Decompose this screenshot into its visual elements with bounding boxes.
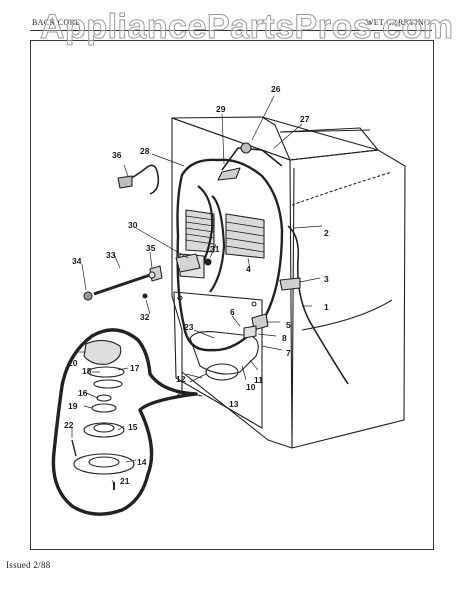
callout-1: 1 (324, 302, 329, 312)
callout-3: 3 (324, 274, 329, 284)
callout-29: 29 (216, 104, 226, 114)
callout-31: 31 (210, 244, 220, 254)
callout-11: 11 (254, 375, 263, 385)
callout-24: 24 (176, 389, 186, 399)
part-19-disc (91, 403, 117, 413)
callout-12: 12 (176, 374, 186, 384)
gas-valve-30 (175, 253, 201, 273)
thermostat-26 (240, 142, 252, 154)
part-8-sensor (243, 325, 257, 339)
lower-access-panel (173, 291, 263, 429)
header-left-text: BACK CORE (32, 18, 81, 27)
part-16-washer (96, 394, 112, 402)
callout-28: 28 (140, 146, 150, 156)
callout-7: 7 (286, 348, 291, 358)
diagram-frame (30, 40, 434, 550)
callout-35: 35 (146, 243, 156, 253)
callout-32: 32 (140, 312, 150, 322)
console-harness (221, 147, 283, 171)
callout-30: 30 (128, 220, 138, 230)
callout-22: 22 (64, 420, 74, 430)
callout-27: 27 (300, 114, 310, 124)
callout-16: 16 (78, 388, 88, 398)
callout-26: 26 (271, 84, 281, 94)
cabinet-side-panel (289, 149, 406, 449)
callout-21: 21 (120, 476, 130, 486)
part-18-gear (87, 366, 125, 378)
access-panel-bolt-holes (177, 295, 257, 307)
part-31 (204, 258, 212, 266)
rear-vent-right (225, 213, 265, 259)
callout-10: 10 (246, 382, 256, 392)
watermark-text: AppliancePartsPros.com (39, 8, 454, 47)
callout-8: 8 (282, 333, 287, 343)
drum-outline (291, 171, 393, 206)
detail-callout-outline (51, 328, 198, 516)
page-header: BACK CORE WET CARRYING (30, 14, 432, 31)
callout-17: 17 (130, 363, 140, 373)
callout-23: 23 (184, 322, 194, 332)
part-36-plug (117, 175, 133, 189)
callout-5: 5 (286, 320, 291, 330)
part-14-base-plate (73, 453, 135, 475)
part-15-pulley (83, 422, 125, 438)
callout-2: 2 (324, 228, 329, 238)
header-right-text: WET CARRYING (365, 18, 430, 27)
issued-date: Issued 2/88 (6, 560, 51, 570)
callout-34: 34 (72, 256, 82, 266)
cabinet-side-inner-edge (291, 167, 295, 449)
callout-20: 20 (68, 358, 78, 368)
part-22-clip (71, 439, 77, 457)
part-34-nut (83, 291, 93, 301)
part-33-bolt (93, 273, 151, 296)
callout-18: 18 (82, 366, 92, 376)
part-20-motor-housing (83, 339, 122, 365)
callout-6: 6 (230, 307, 235, 317)
callout-14: 14 (137, 457, 147, 467)
callout-36: 36 (112, 150, 122, 160)
control-console (261, 116, 379, 161)
rear-vent-left (185, 209, 215, 253)
motor-pulley (205, 363, 239, 381)
part-17-drive (93, 379, 123, 389)
callout-19: 19 (68, 401, 78, 411)
callout-13: 13 (229, 399, 239, 409)
power-cord (287, 225, 349, 385)
callout-15: 15 (128, 422, 138, 432)
part-36-cord (123, 164, 160, 195)
part-35-washer (148, 271, 156, 279)
vent-hose-clip (279, 277, 301, 291)
harness-bracket-29 (217, 167, 241, 181)
callout-4: 4 (246, 264, 251, 274)
callout-33: 33 (106, 250, 116, 260)
motor-assembly (189, 331, 259, 375)
